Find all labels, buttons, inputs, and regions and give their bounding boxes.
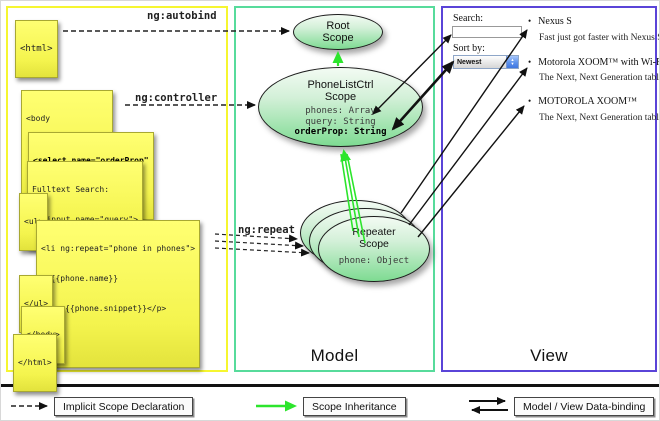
scope-title: Scope xyxy=(322,32,354,44)
scope-title: Repeater xyxy=(352,226,396,238)
code-line: </ul> xyxy=(24,299,49,308)
code-line: <select name="orderProp" xyxy=(33,156,149,166)
scope-prop-query: query: String xyxy=(305,116,376,127)
sort-by-label: Sort by: xyxy=(453,43,485,54)
code-line: <input name="query"> xyxy=(32,215,138,225)
scope-title: PhoneListCtrl xyxy=(307,79,374,91)
scope-prop-orderprop: orderProp: String xyxy=(294,127,387,137)
legend-data-binding: Model / View Data-binding xyxy=(514,397,655,416)
code-box-html-open: <html> xyxy=(15,20,58,78)
bullet-icon: • xyxy=(528,57,532,67)
legend-scope-inheritance: Scope Inheritance xyxy=(303,397,406,416)
phone-name: Nexus S xyxy=(538,16,572,27)
list-item-title: • Nexus S xyxy=(528,16,572,27)
code-line: <body xyxy=(26,114,51,123)
scope-title: Root xyxy=(326,20,350,32)
ng-controller-label: ng:controller xyxy=(135,92,218,104)
root-scope-ellipse: Root Scope xyxy=(293,14,383,50)
sort-select-value: Newest xyxy=(457,58,482,66)
code-line: {{phone.name}} xyxy=(41,274,119,283)
code-line: </html> xyxy=(18,358,52,367)
phone-name: MOTOROLA XOOM™ xyxy=(538,96,637,107)
repeater-scope-ellipse-front: Repeater Scope phone: Object xyxy=(318,216,430,282)
code-line: Fulltext Search: xyxy=(32,185,110,194)
bullet-icon: • xyxy=(528,96,532,106)
model-column: Model xyxy=(234,6,435,372)
model-column-title: Model xyxy=(310,346,359,365)
ng-repeat-label: ng:repeat xyxy=(238,224,295,236)
search-label: Search: xyxy=(453,13,483,24)
code-line: <li ng:repeat="phone in phones"> xyxy=(41,244,196,253)
search-input[interactable] xyxy=(452,26,522,38)
scope-prop-phone: phone: Object xyxy=(338,256,410,266)
stepper-down-icon: ▼ xyxy=(510,61,515,66)
legend-separator-line xyxy=(1,384,659,387)
code-line: <p>{{phone.snippet}}</p> xyxy=(41,304,167,313)
list-item-title: • MOTOROLA XOOM™ xyxy=(528,96,637,107)
legend-implicit-scope: Implicit Scope Declaration xyxy=(54,397,194,416)
phone-snippet: The Next, Next Generation tablet. xyxy=(539,73,660,83)
scope-prop-phones: phones: Array xyxy=(305,106,376,116)
sort-select[interactable]: Newest ▲ ▼ xyxy=(453,55,519,69)
bullet-icon: • xyxy=(528,16,532,26)
phone-name: Motorola XOOM™ with Wi-Fi xyxy=(538,57,660,68)
code-box-html-close: </html> xyxy=(13,334,57,392)
phonelistctrl-scope-ellipse: PhoneListCtrl Scope phones: Array query:… xyxy=(258,67,423,147)
code-line: <html> xyxy=(20,44,53,54)
scope-title: Scope xyxy=(359,238,389,250)
scope-title: Scope xyxy=(324,91,357,103)
code-line: <ul> xyxy=(24,217,44,226)
phone-snippet: The Next, Next Generation tablet. xyxy=(539,113,660,123)
ng-autobind-label: ng:autobind xyxy=(147,10,217,22)
select-stepper-icon: ▲ ▼ xyxy=(506,56,518,68)
phone-snippet: Fast just got faster with Nexus S. xyxy=(539,33,660,43)
list-item-title: • Motorola XOOM™ with Wi-Fi xyxy=(528,57,660,68)
view-column-title: View xyxy=(530,346,568,365)
